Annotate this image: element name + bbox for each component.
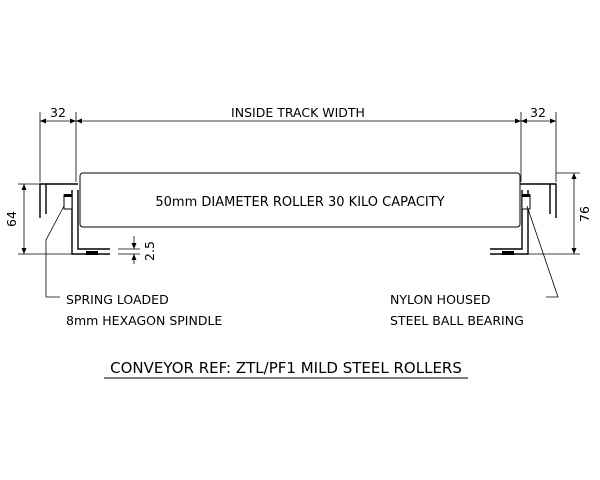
leader-left-spindle [45,205,65,298]
note-left-line2: 8mm HEXAGON SPINDLE [66,313,222,328]
top-dimension-chain: 32 INSIDE TRACK WIDTH 32 [39,105,557,182]
roller-label: 50mm DIAMETER ROLLER 30 KILO CAPACITY [155,195,444,210]
left-base-pad [86,251,98,255]
arrow-left-inner-b [76,118,82,124]
roller-tube [79,172,521,228]
arrow-right-inner-a [515,118,521,124]
left-frame-outer-lip [39,183,47,218]
arrow-left-inner-a [70,118,76,124]
dim-track-width: INSIDE TRACK WIDTH [231,105,365,120]
arrow-right-outer [550,118,556,124]
right-base-pad [502,251,514,255]
arrow-left-outer [40,118,46,124]
note-right-line1: NYLON HOUSED [390,292,491,307]
note-left-line1: SPRING LOADED [66,292,169,307]
right-height-dimension: 76 [528,172,592,255]
left-hexagon-spindle [63,194,73,210]
dim-left-height: 64 [4,211,19,227]
left-height-dimension: 64 [4,183,72,255]
right-frame-outer-lip [549,183,557,218]
right-side-frame [490,183,557,255]
right-height-arrow-top [571,173,577,179]
left-height-arrow-top [21,184,27,190]
dim-right-height: 76 [577,206,592,222]
dim-left-offset: 32 [50,105,66,120]
right-height-arrow-bottom [571,248,577,254]
left-frame-web-inner [77,190,110,250]
gap-arrow-bottom [131,254,137,260]
roller-body: 50mm DIAMETER ROLLER 30 KILO CAPACITY [79,172,521,228]
dim-right-offset: 32 [530,105,546,120]
arrow-right-inner-b [521,118,527,124]
right-nylon-bearing [521,194,531,210]
drawing-title: CONVEYOR REF: ZTL/PF1 MILD STEEL ROLLERS [110,359,462,377]
gap-arrow-top [131,243,137,249]
leader-right-bearing [526,205,559,298]
left-height-arrow-bottom [21,248,27,254]
note-right-line2: STEEL BALL BEARING [390,313,524,328]
gap-dimension: 2.5 [118,236,157,264]
left-spindle-cap [64,194,72,197]
dim-gap: 2.5 [142,241,157,261]
right-bearing-cap [522,194,530,197]
right-frame-web-inner [490,190,523,250]
left-side-frame [39,183,110,255]
